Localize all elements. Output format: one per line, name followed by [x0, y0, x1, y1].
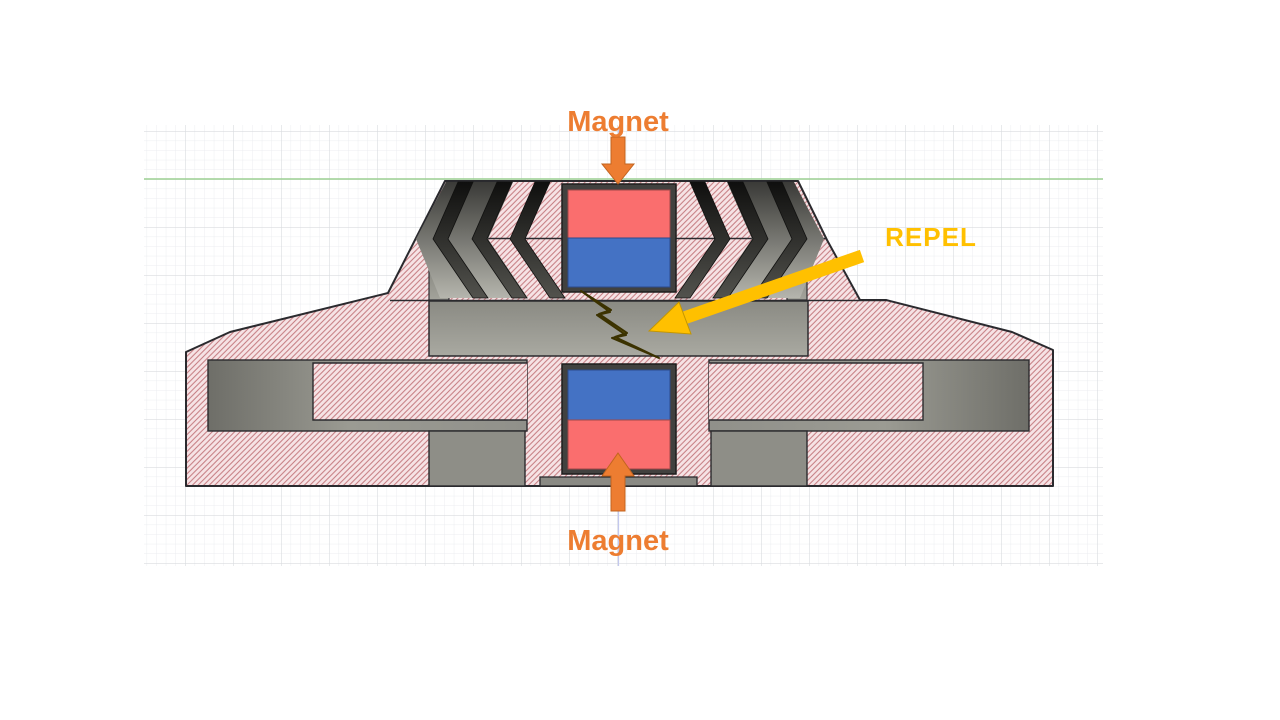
bottom-magnet-label: Magnet: [567, 525, 669, 557]
top-magnet-pocket: [561, 183, 677, 293]
top-magnet-red-pole: [567, 189, 671, 239]
thread-section-right: [674, 181, 824, 299]
flange-tongue-left: [312, 362, 527, 421]
thread-chevron: [471, 181, 528, 299]
thread-chevron: [509, 181, 566, 299]
repel-arrowhead-icon: [647, 301, 692, 335]
bottom-magnet-up-arrow-icon: [601, 452, 635, 512]
cavity-right: [710, 430, 808, 487]
top-magnet-label: Magnet: [567, 106, 669, 138]
top-magnet-blue-pole: [567, 237, 671, 288]
repel-arrow: [647, 249, 865, 335]
flange-tongue-right: [709, 362, 924, 421]
thread-chevron: [674, 181, 731, 299]
bottom-magnet-blue-pole: [567, 369, 671, 421]
thread-section-left: [416, 181, 566, 299]
thread-chevron: [712, 181, 769, 299]
thread-chevron: [432, 181, 489, 299]
top-magnet-down-arrow-icon: [600, 136, 636, 185]
cavity-left: [428, 430, 526, 487]
lightning-bolt-icon: [580, 290, 660, 359]
repel-label: REPEL: [885, 222, 977, 252]
